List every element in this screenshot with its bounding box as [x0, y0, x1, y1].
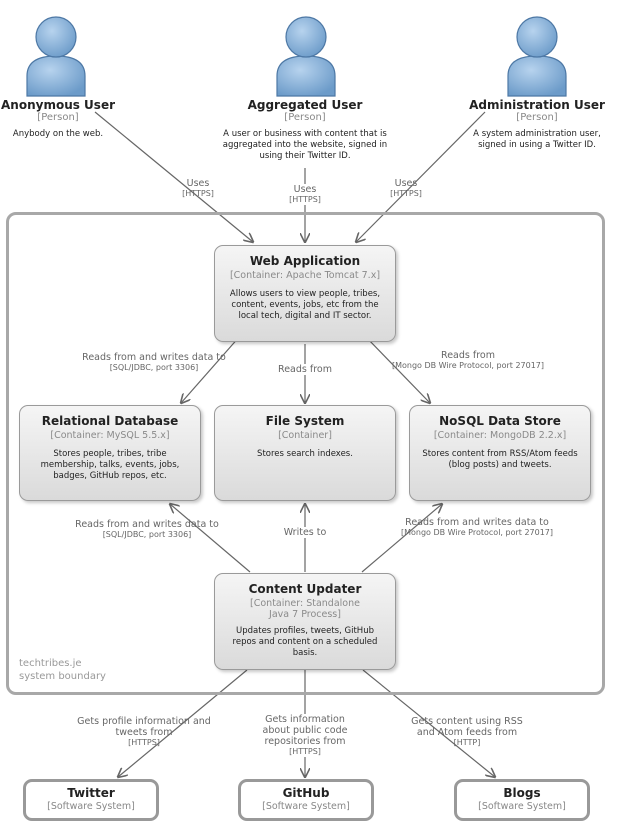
boundary-name: techtribes.je	[19, 658, 82, 669]
edge-updater-twitter	[118, 669, 248, 777]
relationship-label: Gets content using RSS and Atom feeds fr…	[402, 716, 532, 748]
system-blogs: Blogs [Software System]	[454, 779, 590, 821]
person-icon	[507, 16, 567, 97]
container-name: Content Updater	[248, 582, 362, 596]
edge-admin-web	[356, 111, 486, 242]
relationship-text: Uses	[186, 178, 210, 189]
container-description: Allows users to view people, tribes, con…	[229, 289, 381, 321]
relationship-protocol: [HTTPS]	[289, 747, 321, 756]
relationship-text: Reads from	[441, 350, 495, 361]
relationship-text: Writes to	[283, 527, 327, 538]
container-name: Web Application	[249, 254, 361, 268]
relationship-label: Reads from [Mongo DB Wire Protocol, port…	[368, 350, 568, 371]
relationship-protocol: [HTTPS]	[390, 189, 422, 198]
relationship-label: Uses [HTTPS]	[158, 178, 238, 199]
container-type: [Container: Apache Tomcat 7.x]	[229, 270, 381, 281]
person-type: [Person]	[516, 112, 558, 123]
container-type: [Container: MySQL 5.5.x]	[50, 430, 170, 441]
relationship-text: Reads from and writes data to	[75, 519, 219, 530]
system-twitter: Twitter [Software System]	[23, 779, 159, 821]
system-boundary-label: techtribes.je system boundary	[19, 657, 106, 683]
person-type: [Person]	[284, 112, 326, 123]
person-icon	[26, 16, 86, 97]
relationship-protocol: [SQL/JDBC, port 3306]	[102, 530, 192, 539]
edge-anon-web	[94, 111, 253, 242]
person-description: A user or business with content that is …	[222, 129, 388, 161]
container-description: Updates profiles, tweets, GitHub repos a…	[232, 626, 378, 658]
person-name: Administration User	[469, 98, 605, 112]
relationship-text: Reads from	[278, 364, 332, 375]
person-name: Anonymous User	[1, 98, 115, 112]
container-type: [Container: Standalone Java 7 Process]	[250, 598, 360, 620]
person-name: Aggregated User	[247, 98, 363, 112]
person-description: A system administration user, signed in …	[473, 129, 601, 150]
relationship-label: Reads from and writes data to [SQL/JDBC,…	[64, 352, 244, 373]
edge-updater-blogs	[362, 669, 495, 777]
relationship-protocol: [SQL/JDBC, port 3306]	[109, 363, 199, 372]
system-name: Twitter	[67, 786, 115, 800]
container-file-system: File System [Container] Stores search in…	[214, 405, 396, 501]
relationship-text: Uses	[293, 184, 317, 195]
person-icon	[276, 16, 336, 97]
boundary-kind: system boundary	[19, 671, 106, 682]
container-name: File System	[265, 414, 345, 428]
container-description: Stores people, tribes, tribe membership,…	[40, 449, 180, 481]
edge-web-nosql	[364, 335, 430, 403]
relationship-text: Uses	[394, 178, 418, 189]
system-type: [Software System]	[47, 801, 135, 812]
system-name: Blogs	[503, 786, 541, 800]
person-anonymous-user: Anonymous User [Person] Anybody on the w…	[0, 98, 158, 140]
relationship-protocol: [HTTPS]	[182, 189, 214, 198]
container-name: NoSQL Data Store	[439, 414, 561, 428]
relationship-text: Reads from and writes data to	[82, 352, 226, 363]
system-boundary	[6, 212, 605, 695]
relationship-label: Gets information about public code repos…	[255, 714, 355, 757]
relationship-protocol: [HTTP]	[453, 738, 481, 747]
relationship-text: Reads from and writes data to	[405, 517, 549, 528]
system-type: [Software System]	[478, 801, 566, 812]
relationship-label: Gets profile information and tweets from…	[74, 716, 214, 748]
container-type: [Container]	[278, 430, 332, 441]
relationship-label: Reads from and writes data to [Mongo DB …	[377, 517, 577, 538]
relationship-protocol: [Mongo DB Wire Protocol, port 27017]	[391, 361, 545, 370]
person-aggregated-user: Aggregated User [Person] A user or busin…	[205, 98, 405, 162]
container-description: Stores content from RSS/Atom feeds (blog…	[422, 449, 578, 470]
person-administration-user: Administration User [Person] A system ad…	[437, 98, 623, 151]
edge-updater-rdb	[170, 504, 251, 573]
container-description: Stores search indexes.	[257, 449, 353, 459]
container-relational-database: Relational Database [Container: MySQL 5.…	[19, 405, 201, 501]
container-name: Relational Database	[41, 414, 179, 428]
relationship-label: Uses [HTTPS]	[366, 178, 446, 199]
relationship-text: Gets profile information and tweets from	[77, 716, 211, 738]
edge-updater-nosql	[361, 504, 442, 573]
relationship-label: Writes to	[265, 527, 345, 538]
container-nosql-data-store: NoSQL Data Store [Container: MongoDB 2.2…	[409, 405, 591, 501]
relationship-text: Gets information about public code repos…	[262, 714, 348, 747]
relationship-protocol: [Mongo DB Wire Protocol, port 27017]	[400, 528, 554, 537]
system-github: GitHub [Software System]	[238, 779, 374, 821]
container-type: [Container: MongoDB 2.2.x]	[433, 430, 567, 441]
relationship-protocol: [HTTPS]	[128, 738, 160, 747]
relationship-protocol: [HTTPS]	[289, 195, 321, 204]
relationship-label: Uses [HTTPS]	[265, 184, 345, 205]
system-name: GitHub	[282, 786, 330, 800]
relationship-label: Reads from and writes data to [SQL/JDBC,…	[57, 519, 237, 540]
container-web-application: Web Application [Container: Apache Tomca…	[214, 245, 396, 342]
person-type: [Person]	[37, 112, 79, 123]
edge-web-rdb	[181, 335, 241, 403]
relationship-text: Gets content using RSS and Atom feeds fr…	[411, 716, 523, 738]
person-description: Anybody on the web.	[12, 129, 104, 139]
system-type: [Software System]	[262, 801, 350, 812]
relationship-label: Reads from	[260, 364, 350, 375]
container-content-updater: Content Updater [Container: Standalone J…	[214, 573, 396, 670]
